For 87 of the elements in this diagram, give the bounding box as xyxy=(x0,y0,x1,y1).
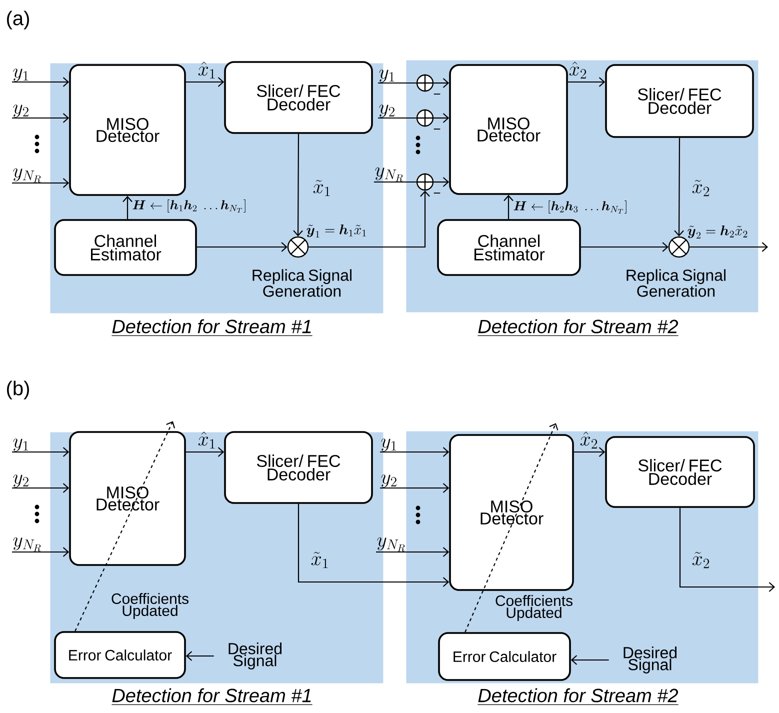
edge-label: $\tilde{\boldsymbol{y}}_1 = \boldsymbol{h}_1\tilde{x}_1$ xyxy=(306,224,366,238)
arrow xyxy=(690,242,768,252)
adder-symbol xyxy=(416,172,434,192)
edge-label: Coefficients Updated xyxy=(496,595,572,621)
panel-title: Detection for Stream #2 xyxy=(477,688,679,706)
line xyxy=(378,117,416,119)
arrow xyxy=(434,113,450,123)
signal-label: $y_1$ xyxy=(13,68,28,82)
arrow xyxy=(380,447,450,457)
edge-label: $\hat{x}_2$ xyxy=(580,432,598,448)
arrow xyxy=(568,77,606,87)
arrow xyxy=(12,483,70,493)
panel-label: (a) xyxy=(7,10,29,30)
arrow xyxy=(434,177,450,187)
arrow xyxy=(308,190,430,248)
arrow xyxy=(380,483,450,493)
arrow xyxy=(434,78,450,88)
process-box: Slicer/ FEC Decoder xyxy=(224,61,373,134)
edge-label: Coefficients Updated xyxy=(112,593,188,619)
panel-title: Detection for Stream #1 xyxy=(111,319,313,336)
signal-label: $y_1$ xyxy=(379,70,394,82)
signal-label: $y_2$ xyxy=(381,474,396,488)
signal-label: $y_{N_R}$ xyxy=(377,537,405,552)
arrow xyxy=(12,447,70,457)
signal-label: $y_2$ xyxy=(379,104,394,118)
input-label: Desired Signal xyxy=(228,642,282,670)
process-box: Slicer/ FEC Decoder xyxy=(605,436,755,508)
signal-label: $y_2$ xyxy=(13,474,28,488)
edge-label: $\boldsymbol{H} \leftarrow \left[\boldsymbol{h}_2\boldsymbol{h}_3\ \ldots\boldsymbol{h}_{N_T}\right]$ xyxy=(514,200,626,214)
signal-label: $y_{N_R}$ xyxy=(13,537,41,552)
edge-label: $\tilde{x}_2$ xyxy=(692,180,710,196)
signal-label: $y_2$ xyxy=(13,104,28,118)
edge-label: $\hat{x}_1$ xyxy=(198,62,215,78)
process-box: Error Calculator xyxy=(438,632,571,681)
adder-symbol xyxy=(416,74,434,92)
edge-label: $\boldsymbol{H} \leftarrow \left[\boldsymbol{h}_1\boldsymbol{h}_2\ \ldots\boldsymbol{h}_{N_T}\right]$ xyxy=(132,200,246,212)
arrow xyxy=(298,504,450,587)
process-box: Channel Estimator xyxy=(437,219,581,276)
line xyxy=(378,82,416,84)
edge-label: $\hat{x}_2$ xyxy=(569,62,586,78)
arrow xyxy=(679,508,775,592)
minus-sign: − xyxy=(434,128,440,130)
edge-label: $\tilde{x}_2$ xyxy=(692,552,710,568)
arrow xyxy=(12,178,70,188)
arrow xyxy=(186,651,214,661)
arrow xyxy=(293,134,303,236)
arrow xyxy=(570,655,609,665)
arrow xyxy=(674,138,684,236)
arrow xyxy=(504,194,514,220)
arrow xyxy=(186,77,224,87)
edge-label: $\hat{x}_1$ xyxy=(198,432,215,448)
arrow xyxy=(12,113,70,123)
arrow xyxy=(12,547,70,557)
signal-label: $y_{N_R}$ xyxy=(13,168,41,183)
signal-label: $y_{N_R}$ xyxy=(375,167,403,182)
panel-title: Detection for Stream #2 xyxy=(477,319,679,336)
process-box: Channel Estimator xyxy=(54,219,197,276)
panel-label: (b) xyxy=(7,380,29,400)
dashed-arrow xyxy=(74,421,176,632)
signal-label: $y_1$ xyxy=(13,438,28,452)
process-box: MISO Detector xyxy=(449,64,568,195)
minus-sign: − xyxy=(434,192,440,194)
arrow xyxy=(186,447,224,457)
process-box: Error Calculator xyxy=(54,631,186,679)
edge-label: $\tilde{x}_1$ xyxy=(313,180,330,196)
process-box: MISO Detector xyxy=(449,434,574,591)
block-label: Replica Signal Generation xyxy=(626,269,726,297)
input-label: Desired Signal xyxy=(624,646,677,674)
edge-label: $\tilde{\boldsymbol{y}}_2 = \boldsymbol{h}_2\tilde{x}_2$ xyxy=(688,226,748,238)
adder-symbol xyxy=(416,108,434,128)
arrow xyxy=(574,447,606,457)
arrow xyxy=(196,242,288,252)
process-box: Slicer/ FEC Decoder xyxy=(605,64,754,138)
process-box: MISO Detector xyxy=(69,64,186,196)
arrow xyxy=(12,77,70,87)
edge-label: $\tilde{x}_1$ xyxy=(311,552,328,568)
arrow xyxy=(122,196,132,220)
process-box: MISO Detector xyxy=(69,431,186,566)
arrow xyxy=(376,547,450,557)
block-label: Replica Signal Generation xyxy=(252,269,352,297)
panel-title: Detection for Stream #1 xyxy=(111,688,313,706)
minus-sign: − xyxy=(434,94,440,95)
arrow xyxy=(580,242,668,252)
signal-label: $y_1$ xyxy=(381,438,396,452)
process-box: Slicer/ FEC Decoder xyxy=(224,431,373,504)
line xyxy=(374,181,416,183)
dashed-arrow xyxy=(464,423,558,632)
